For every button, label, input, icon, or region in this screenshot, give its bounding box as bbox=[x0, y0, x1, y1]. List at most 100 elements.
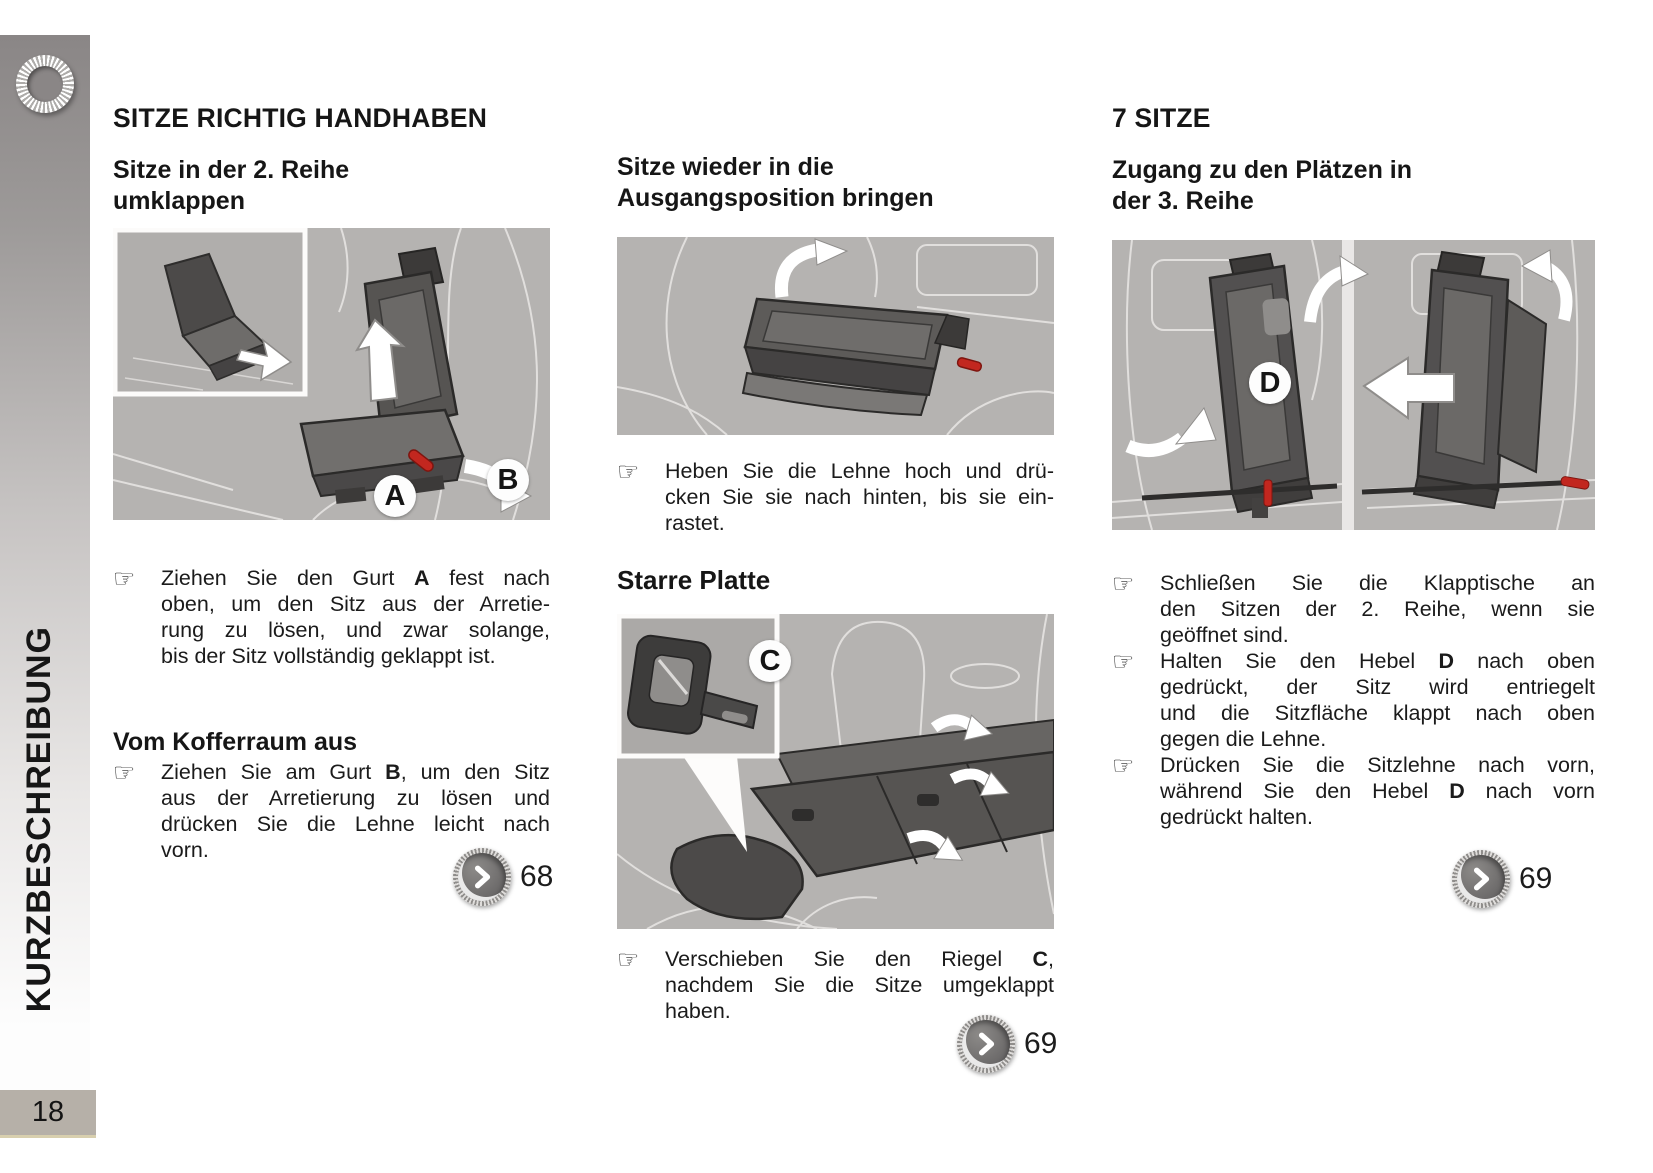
figure-fold-seat: A B bbox=[113, 228, 550, 520]
text-line: gedrückt, der Sitz wird entriegelt bbox=[1160, 675, 1595, 699]
text-line: Ziehen Sie den Gurt A fest nach bbox=[161, 565, 550, 591]
target-page-number: 69 bbox=[1024, 1027, 1058, 1060]
arrow-left-icon bbox=[1362, 356, 1455, 420]
bullet-text: Verschieben Sie den Riegel C, nachdem Si… bbox=[665, 946, 1054, 1024]
subtitle-line: Sitze in der 2. Reihe bbox=[113, 156, 350, 184]
text-line: Verschieben Sie den Riegel C, bbox=[665, 946, 1054, 972]
text-line: den Sitzen der 2. Reihe, wenn sie bbox=[1160, 597, 1595, 621]
illustration-restore-seat bbox=[617, 237, 1054, 435]
text-segment: Ziehen Sie den Gurt bbox=[161, 566, 414, 590]
arrow-rotate-icon bbox=[930, 714, 994, 741]
text-line: nachdem Sie die Sitze umgeklappt bbox=[665, 973, 1054, 997]
seat-panels-folded bbox=[670, 718, 1054, 921]
page-link-69[interactable]: 69 bbox=[957, 1015, 1057, 1073]
chevron-knob-icon[interactable] bbox=[1452, 850, 1510, 908]
subtitle-line: Zugang zu den Plätzen in bbox=[1112, 156, 1412, 184]
inset-folded-seat bbox=[113, 228, 308, 397]
instruction-bullet: ☞ Verschieben Sie den Riegel C, nachdem … bbox=[617, 946, 1054, 1024]
subtitle-line: Ausgangsposition bringen bbox=[617, 184, 934, 212]
text-segment: während Sie den Hebel bbox=[1160, 779, 1450, 803]
instruction-bullet: ☞ Ziehen Sie den Gurt A fest nach oben, … bbox=[113, 565, 550, 669]
chapter-vertical-label: KURZBESCHREIBUNG bbox=[20, 625, 58, 1012]
column-restore-seats: Sitze wieder in die Ausgangsposition bri… bbox=[617, 100, 1057, 1073]
page-link-69[interactable]: 69 bbox=[1452, 850, 1552, 908]
red-lever bbox=[1560, 476, 1590, 490]
text-line: während Sie den Hebel D nach vorn bbox=[1160, 778, 1595, 804]
text-segment: nach oben bbox=[1453, 649, 1595, 673]
label-b-badge: B bbox=[487, 459, 529, 501]
figure-restore-seat bbox=[617, 237, 1054, 435]
section-title: 7 SITZE bbox=[1112, 103, 1211, 133]
label-c-badge: C bbox=[749, 640, 791, 682]
subtitle-line: der 3. Reihe bbox=[1112, 187, 1254, 215]
pointing-hand-icon: ☞ bbox=[617, 945, 640, 974]
text-segment: Halten Sie den Hebel bbox=[1160, 649, 1439, 673]
bullet-text: Schließen Sie die Klapptische an den Sit… bbox=[1160, 570, 1595, 648]
sidebar: KURZBESCHREIBUNG bbox=[0, 35, 90, 1090]
bullet-text: Drücken Sie die Sitzlehne nach vorn, wäh… bbox=[1160, 752, 1595, 830]
column-fold-second-row: SITZE RICHTIG HANDHABEN Sitze in der 2. … bbox=[113, 100, 553, 906]
red-lever bbox=[1263, 479, 1273, 507]
text-line: cken Sie sie nach hinten, bis sie ein- bbox=[665, 485, 1054, 509]
arrow-curved-up-icon bbox=[774, 238, 849, 298]
text-line: geöffnet sind. bbox=[1160, 623, 1289, 647]
arrow-curved-up-icon bbox=[1520, 249, 1573, 322]
instruction-bullet: ☞ Ziehen Sie am Gurt B, um den Sitz aus … bbox=[113, 759, 550, 863]
bold-label: D bbox=[1438, 649, 1454, 673]
bullet-text: Ziehen Sie am Gurt B, um den Sitz aus de… bbox=[161, 759, 550, 863]
subsection-title: Zugang zu den Plätzen in der 3. Reihe bbox=[1112, 155, 1595, 217]
subheading-from-trunk: Vom Kofferraum aus bbox=[113, 728, 358, 756]
pointing-hand-icon: ☞ bbox=[1112, 569, 1135, 598]
subsection-title: Sitze wieder in die Ausgangsposition bri… bbox=[617, 152, 1054, 214]
section-title: SITZE RICHTIG HANDHABEN bbox=[113, 103, 488, 133]
chevron-right-icon bbox=[458, 853, 506, 901]
page-link-68[interactable]: 68 bbox=[453, 848, 553, 906]
text-line: Ziehen Sie am Gurt B, um den Sitz bbox=[161, 759, 550, 785]
arrow-up-right-icon bbox=[1304, 255, 1370, 323]
label-a-badge: A bbox=[374, 475, 416, 517]
text-line: Heben Sie die Lehne hoch und drü- bbox=[665, 459, 1054, 483]
text-segment: , um den Sitz bbox=[400, 760, 550, 784]
seat-tumbled-right bbox=[1361, 250, 1583, 510]
text-line: Halten Sie den Hebel D nach oben bbox=[1160, 648, 1595, 674]
bold-label: C bbox=[1032, 947, 1049, 971]
text-segment: Verschieben Sie den Riegel bbox=[665, 947, 1033, 971]
bullet-text: Heben Sie die Lehne hoch und drü- cken S… bbox=[665, 458, 1054, 536]
chevron-knob-icon[interactable] bbox=[453, 848, 511, 906]
text-line: drücken Sie die Lehne leicht nach bbox=[161, 812, 550, 836]
text-line: haben. bbox=[665, 999, 731, 1023]
text-line: vorn. bbox=[161, 838, 209, 862]
subsection-title: Sitze in der 2. Reihe umklappen bbox=[113, 155, 550, 217]
instruction-bullet: ☞ Heben Sie die Lehne hoch und drü- cken… bbox=[617, 458, 1054, 536]
target-page-number: 69 bbox=[1519, 862, 1553, 895]
figure-rigid-panel: C bbox=[617, 614, 1054, 929]
dial-logo-icon bbox=[16, 55, 74, 113]
pointing-hand-icon: ☞ bbox=[617, 457, 640, 486]
red-lever bbox=[408, 449, 434, 472]
bold-label: A bbox=[413, 566, 430, 590]
arrow-up-icon bbox=[354, 318, 406, 403]
illustration-fold-seat bbox=[113, 228, 550, 520]
pointing-hand-icon: ☞ bbox=[113, 564, 136, 593]
text-line: gedrückt halten. bbox=[1160, 805, 1313, 829]
illustration-rigid-panel bbox=[617, 614, 1054, 929]
instruction-bullet: ☞ Drücken Sie die Sitzlehne nach vorn, w… bbox=[1112, 752, 1595, 830]
chevron-knob-icon[interactable] bbox=[957, 1015, 1015, 1073]
inset-latch-detail bbox=[617, 614, 780, 759]
panel-divider bbox=[1342, 240, 1354, 530]
text-segment: fest nach bbox=[429, 566, 550, 590]
seat-upright bbox=[299, 246, 465, 504]
text-line: rung zu lösen, und zwar solange, bbox=[161, 618, 550, 642]
page-number: 18 bbox=[31, 1096, 65, 1128]
subheading-rigid-panel: Starre Platte bbox=[617, 565, 771, 595]
text-line: aus der Arretierung zu lösen und bbox=[161, 786, 550, 810]
label-d-badge: D bbox=[1249, 362, 1291, 404]
bullet-text: Halten Sie den Hebel D nach oben gedrück… bbox=[1160, 648, 1595, 752]
text-line: gegen die Lehne. bbox=[1160, 727, 1327, 751]
callout-wedge bbox=[683, 756, 747, 852]
chevron-right-icon bbox=[962, 1020, 1010, 1068]
text-segment: nach vorn bbox=[1464, 779, 1595, 803]
seat-folded-flat bbox=[741, 297, 970, 417]
subtitle-line: umklappen bbox=[113, 187, 245, 215]
bullet-text: Ziehen Sie den Gurt A fest nach oben, um… bbox=[161, 565, 550, 669]
